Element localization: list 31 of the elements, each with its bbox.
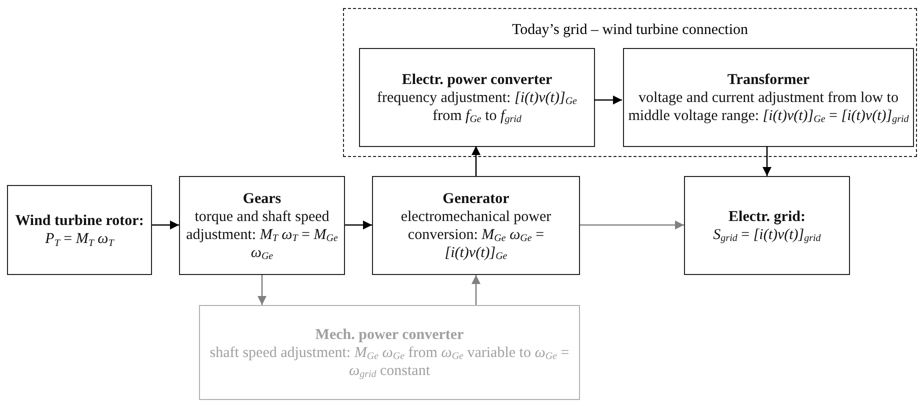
box-heading: Generator <box>442 190 510 208</box>
process-box <box>199 305 580 400</box>
arrow <box>152 220 179 230</box>
process-box <box>359 48 595 147</box>
box-description: P$_{T}$ = M$_{T}$ ω$_{T}$ <box>45 230 114 248</box>
box-heading: Mech. power converter <box>315 326 464 344</box>
process-box <box>623 48 914 147</box>
process-box <box>684 176 850 275</box>
arrow <box>258 275 266 305</box>
process-box <box>179 176 345 275</box>
arrow <box>345 220 372 230</box>
box-description: torque and shaft speed adjustment: M$_{T}$ ω$_{T}$ = M$_{Ge}$ ω$_{Ge}$ <box>185 208 339 262</box>
group-title: Today’s grid – wind turbine connection <box>512 21 748 39</box>
box-description: S$_{grid}$ = [i(t)v(t)]$_{grid}$ <box>713 226 821 244</box>
box-description: frequency adjustment: [i(t)v(t)]$_{Ge}$ from f$_{Ge}$ to f$_{grid}$ <box>376 88 578 124</box>
process-box <box>7 185 152 275</box>
arrow <box>472 275 480 305</box>
arrow <box>594 96 622 104</box>
box-description: shaft speed adjustment: M$_{Ge}$ ω$_{Ge}$ from ω$_{Ge}$ variable to ω$_{Ge}$ = ω$_{grid}$ constant <box>208 344 570 380</box>
box-heading: Gears <box>242 190 282 208</box>
box-heading: Wind turbine rotor: <box>15 212 144 230</box>
box-heading: Electr. power converter <box>402 70 552 88</box>
process-box <box>372 176 580 275</box>
box-description: electromechanical power conversion: M$_{Ge}$ ω$_{Ge}$ = [i(t)v(t)]$_{Ge}$ <box>400 208 552 262</box>
arrow <box>580 220 684 230</box>
box-description: voltage and current adjustment from low to middle voltage range: [i(t)v(t)]$_{Ge}$ = [i(t)v(t)]$_{grid}$ <box>628 88 909 124</box>
box-heading: Transformer <box>727 70 810 88</box>
arrow <box>762 146 772 176</box>
arrow <box>472 146 480 176</box>
box-heading: Electr. grid: <box>728 208 806 226</box>
dashed-group-frame <box>343 8 917 157</box>
